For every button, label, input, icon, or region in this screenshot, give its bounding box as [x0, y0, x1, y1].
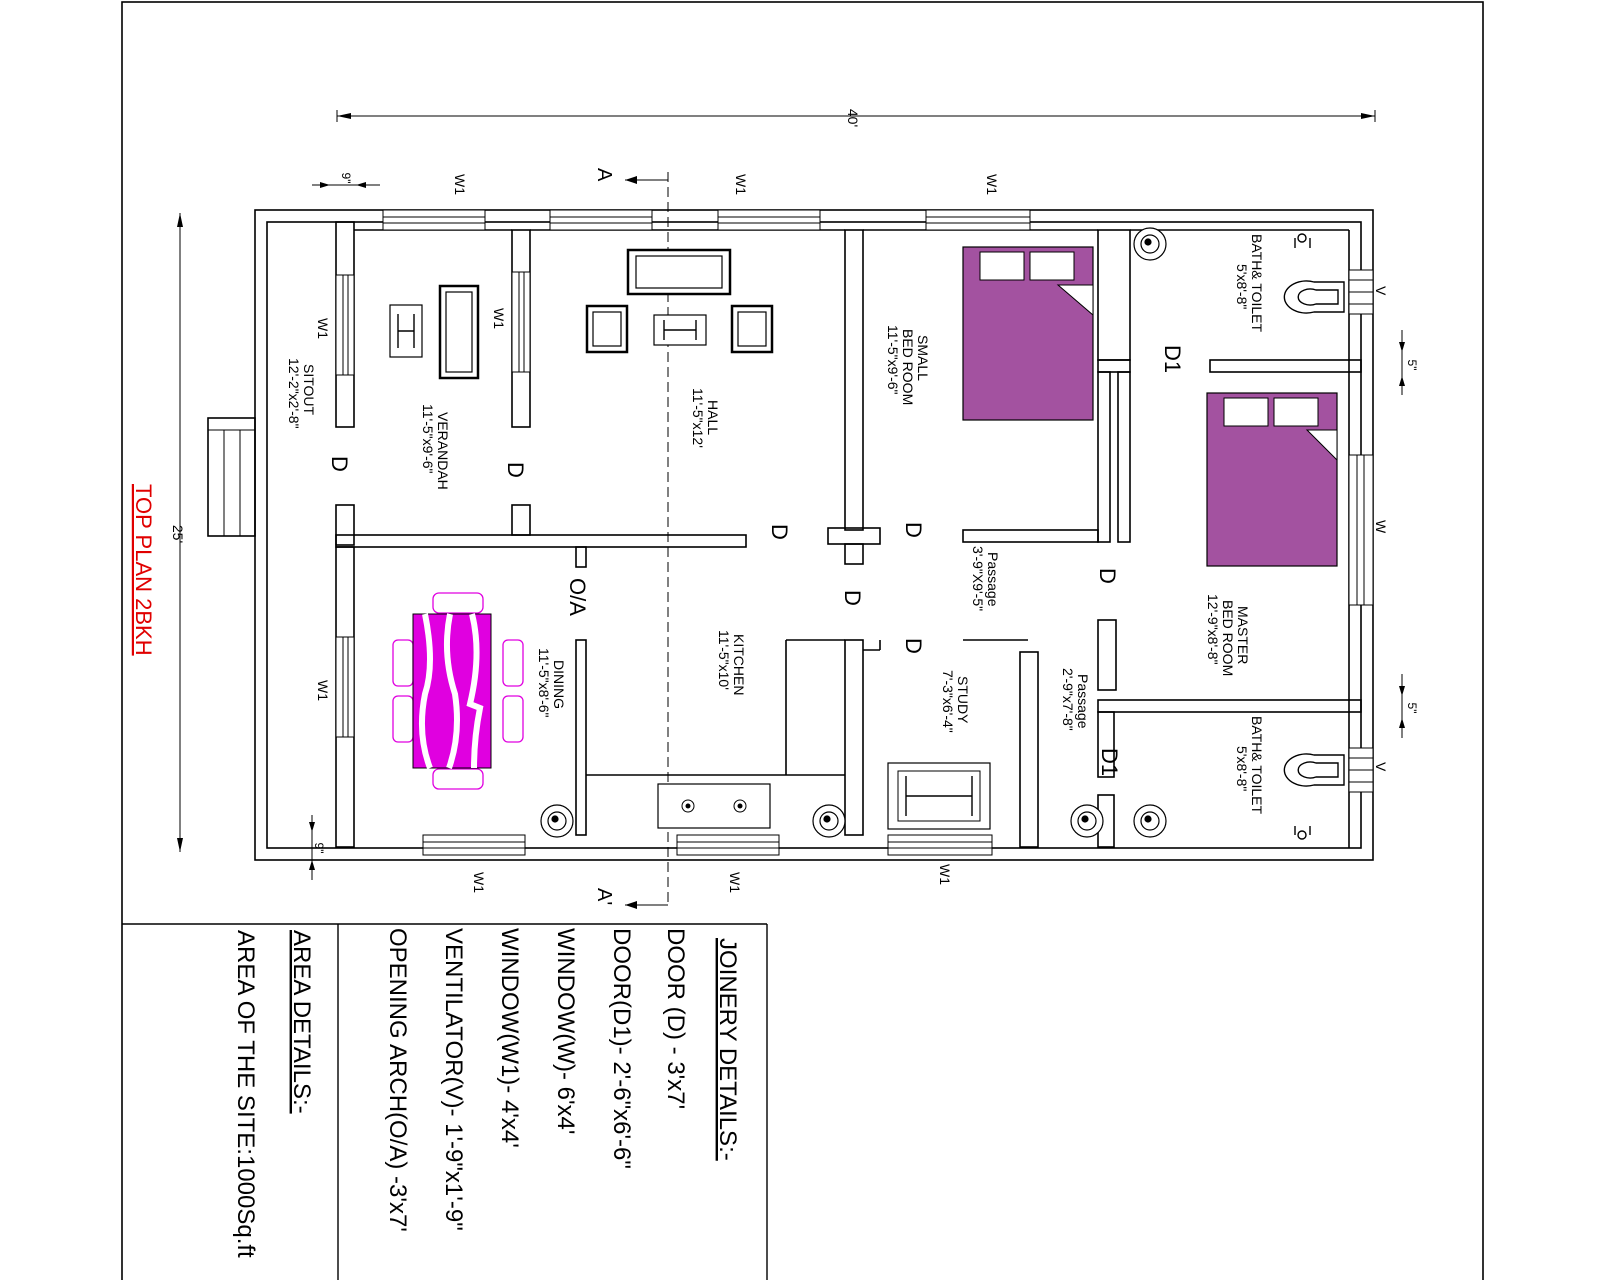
room-name-study: STUDY [955, 676, 971, 724]
window-label: W1 [491, 308, 507, 329]
section-mark-a: A [593, 168, 615, 182]
room-name-master-bed: MASTER [1235, 606, 1251, 664]
door-label: D [503, 462, 528, 478]
window-label: W1 [471, 872, 487, 893]
svg-text:5": 5" [1405, 703, 1419, 714]
room-name-sitout: SITOUT [301, 364, 317, 416]
room-size-dining: 11'-5"x8'-6" [536, 648, 552, 718]
room-size-verandah: 11'-5"x9'-6" [420, 404, 436, 474]
kitchen-sink [657, 783, 771, 829]
room-name-verandah: VERANDAH [435, 412, 451, 490]
room-name-master-bed-2: BED ROOM [1220, 600, 1236, 676]
room-size-passage1: 3'-9"X9'-5" [970, 546, 986, 611]
plan-title: TOP PLAN 2BKH [131, 484, 156, 656]
ventilator-label: V [1373, 286, 1389, 296]
door-label: D1 [1097, 748, 1122, 776]
window-label: W1 [727, 872, 743, 893]
window-label: W1 [733, 174, 749, 195]
master-bed [1206, 392, 1338, 567]
joinery-item: WINDOW(W)- 6'x4' [552, 928, 579, 1134]
area-heading: AREA DETAILS:- [288, 930, 315, 1114]
study-desk [887, 762, 991, 830]
room-size-bath2: 5'x8'-8" [1234, 746, 1250, 791]
room-size-study: 7'-3"x6'-4" [940, 670, 956, 733]
room-size-bath1: 5'x8'-8" [1234, 264, 1250, 309]
wash-basins [540, 227, 1167, 838]
window-label: W1 [452, 174, 468, 195]
small-bed [962, 246, 1094, 421]
window-label: W1 [315, 680, 331, 701]
door-label: D1 [1160, 345, 1185, 373]
door-label: D [1095, 568, 1120, 584]
joinery-item: DOOR (D) - 3'x7' [662, 928, 689, 1109]
door-label: D [840, 590, 865, 606]
room-size-master-bed: 12'-9"x8'-8" [1205, 594, 1221, 665]
room-name-hall: HALL [705, 400, 721, 435]
room-size-hall: 11'-5"x12' [690, 388, 706, 448]
room-name-bath1: BATH& TOILET [1249, 234, 1265, 332]
width-dimension: 40' [336, 109, 1376, 127]
joinery-item: DOOR(D1)- 2'-6"x6'-6" [608, 928, 635, 1169]
svg-text:9": 9" [339, 173, 353, 184]
hall-furniture [585, 248, 774, 354]
window-label: W1 [937, 864, 953, 885]
room-size-small-bed: 11'-5"x9'-6" [885, 325, 901, 395]
depth-dim-label: 25' [170, 525, 186, 543]
room-name-passage2: Passage [1075, 674, 1091, 729]
verandah-furniture [389, 284, 480, 380]
door-label: D [901, 638, 926, 654]
window-label: W1 [984, 174, 1000, 195]
arch-label: O/A [565, 578, 590, 616]
joinery-details: JOINERY DETAILS:- DOOR (D) - 3'x7' DOOR(… [384, 928, 741, 1232]
ventilator-label: V [1373, 762, 1389, 772]
joinery-item: VENTILATOR(V)- 1'-9"x1'-9" [440, 928, 467, 1231]
room-name-dining: DINING [551, 660, 567, 709]
window-label: W [1373, 520, 1389, 534]
room-name-kitchen: KITCHEN [731, 634, 747, 695]
room-size-sitout: 12'-2"x2'-8" [286, 358, 302, 429]
svg-text:5": 5" [1405, 360, 1419, 371]
window-label: W1 [315, 318, 331, 339]
windows [335, 209, 1374, 856]
room-labels: SITOUT 12'-2"x2'-8" VERANDAH 11'-5"x9'-6… [286, 234, 1265, 814]
entry-steps [207, 417, 256, 537]
depth-dimension: 25' [170, 213, 186, 852]
room-size-passage2: 2'-9"x7'-8" [1060, 668, 1076, 731]
joinery-item: OPENING ARCH(O/A) -3'x7' [384, 928, 411, 1232]
room-name-small-bed: SMALL [915, 335, 931, 381]
width-dim-label: 40' [845, 109, 861, 127]
door-label: D [327, 456, 352, 472]
door-label: D [767, 524, 792, 540]
toilets [1283, 233, 1345, 840]
door-label: D [901, 522, 926, 538]
sheet-border [121, 1, 1484, 1280]
area-details: AREA DETAILS:- AREA OF THE SITE:1000Sq.f… [232, 930, 315, 1258]
joinery-item: WINDOW(W1)- 4'x4' [496, 928, 523, 1148]
room-name-small-bed-2: BED ROOM [900, 329, 916, 405]
room-size-kitchen: 11'-5"x10' [716, 630, 732, 690]
interior-walls [335, 221, 1362, 848]
door-labels: D D D D D D D D1 D1 O/A [327, 345, 1185, 776]
room-name-bath2: BATH& TOILET [1249, 716, 1265, 814]
room-name-passage1: Passage [985, 552, 1001, 607]
section-mark-a-prime: A' [593, 888, 615, 905]
area-site: AREA OF THE SITE:1000Sq.ft [232, 930, 259, 1258]
joinery-heading: JOINERY DETAILS:- [714, 938, 741, 1161]
dining-table [392, 592, 524, 790]
window-labels: W1 W1 W1 W1 W1 W1 W1 W1 W1 W V V [315, 174, 1389, 893]
